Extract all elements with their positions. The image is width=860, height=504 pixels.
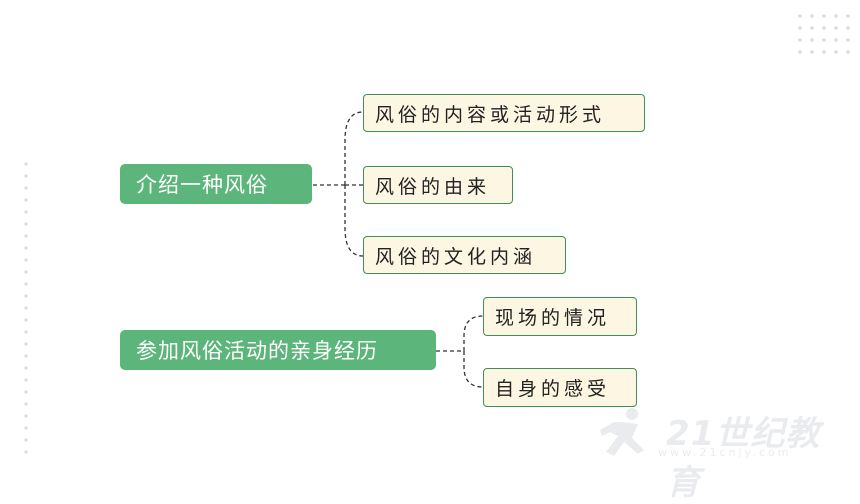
sub-node-label: 自身的感受 bbox=[495, 378, 611, 400]
sub-node-label: 现场的情况 bbox=[495, 307, 611, 329]
sub-node-custom-content-form: 风俗的内容或活动形式 bbox=[363, 94, 645, 132]
decor-dot bbox=[24, 450, 28, 454]
decor-dot bbox=[810, 38, 814, 42]
main-node-label: 介绍一种风俗 bbox=[136, 173, 268, 197]
sub-node-scene-situation: 现场的情况 bbox=[483, 297, 637, 336]
decor-dot bbox=[846, 14, 850, 18]
mind-map-connectors bbox=[313, 111, 484, 388]
decor-dot bbox=[834, 14, 838, 18]
decor-dot bbox=[24, 174, 28, 178]
decor-dot bbox=[24, 162, 28, 166]
decor-dot bbox=[810, 50, 814, 54]
decor-dot bbox=[810, 26, 814, 30]
connector-group2-bracket bbox=[463, 315, 484, 388]
decor-dot bbox=[24, 438, 28, 442]
decorative-dot-grid bbox=[798, 14, 850, 54]
decor-dot bbox=[810, 14, 814, 18]
decor-dot bbox=[24, 402, 28, 406]
decor-dot bbox=[24, 246, 28, 250]
watermark: 21世纪教育 www.21cnjy.com bbox=[592, 404, 842, 503]
decor-dot bbox=[846, 26, 850, 30]
decor-dot bbox=[24, 222, 28, 226]
decor-dot bbox=[24, 390, 28, 394]
decor-dot bbox=[822, 38, 826, 42]
sub-node-label: 风俗的由来 bbox=[375, 175, 491, 198]
decor-dot bbox=[822, 14, 826, 18]
decor-dot bbox=[798, 14, 802, 18]
decor-dot bbox=[24, 198, 28, 202]
decorative-dot-column bbox=[24, 162, 28, 454]
sub-node-custom-cultural-meaning: 风俗的文化内涵 bbox=[363, 236, 566, 274]
decor-dot bbox=[24, 282, 28, 286]
decor-dot bbox=[24, 378, 28, 382]
decor-dot bbox=[24, 318, 28, 322]
decor-dot bbox=[834, 26, 838, 30]
watermark-url: www.21cnjy.com bbox=[658, 446, 792, 459]
decor-dot bbox=[24, 270, 28, 274]
decor-dot bbox=[24, 330, 28, 334]
main-node-introduce-custom: 介绍一种风俗 bbox=[120, 164, 312, 204]
connector-group1-bracket bbox=[344, 111, 364, 257]
decor-dot bbox=[846, 50, 850, 54]
decor-dot bbox=[24, 234, 28, 238]
main-node-personal-experience: 参加风俗活动的亲身经历 bbox=[120, 330, 436, 370]
decor-dot bbox=[834, 38, 838, 42]
decor-dot bbox=[24, 258, 28, 262]
decor-dot bbox=[798, 26, 802, 30]
decor-dot bbox=[24, 186, 28, 190]
runner-logo-icon bbox=[600, 408, 644, 456]
decor-dot bbox=[24, 354, 28, 358]
decor-dot bbox=[24, 366, 28, 370]
sub-node-label: 风俗的内容或活动形式 bbox=[375, 103, 606, 126]
decor-dot bbox=[822, 50, 826, 54]
sub-node-custom-origin: 风俗的由来 bbox=[363, 166, 513, 204]
decor-dot bbox=[822, 26, 826, 30]
decor-dot bbox=[798, 38, 802, 42]
sub-node-label: 风俗的文化内涵 bbox=[375, 245, 537, 268]
decor-dot bbox=[24, 210, 28, 214]
decor-dot bbox=[798, 50, 802, 54]
decor-dot bbox=[24, 426, 28, 430]
watermark-brand: 21世纪教育 bbox=[666, 414, 821, 503]
main-node-label: 参加风俗活动的亲身经历 bbox=[136, 339, 378, 363]
decor-dot bbox=[846, 38, 850, 42]
sub-node-own-feelings: 自身的感受 bbox=[483, 368, 637, 407]
decor-dot bbox=[24, 414, 28, 418]
decor-dot bbox=[24, 306, 28, 310]
decor-dot bbox=[834, 50, 838, 54]
decor-dot bbox=[24, 342, 28, 346]
decor-dot bbox=[24, 294, 28, 298]
